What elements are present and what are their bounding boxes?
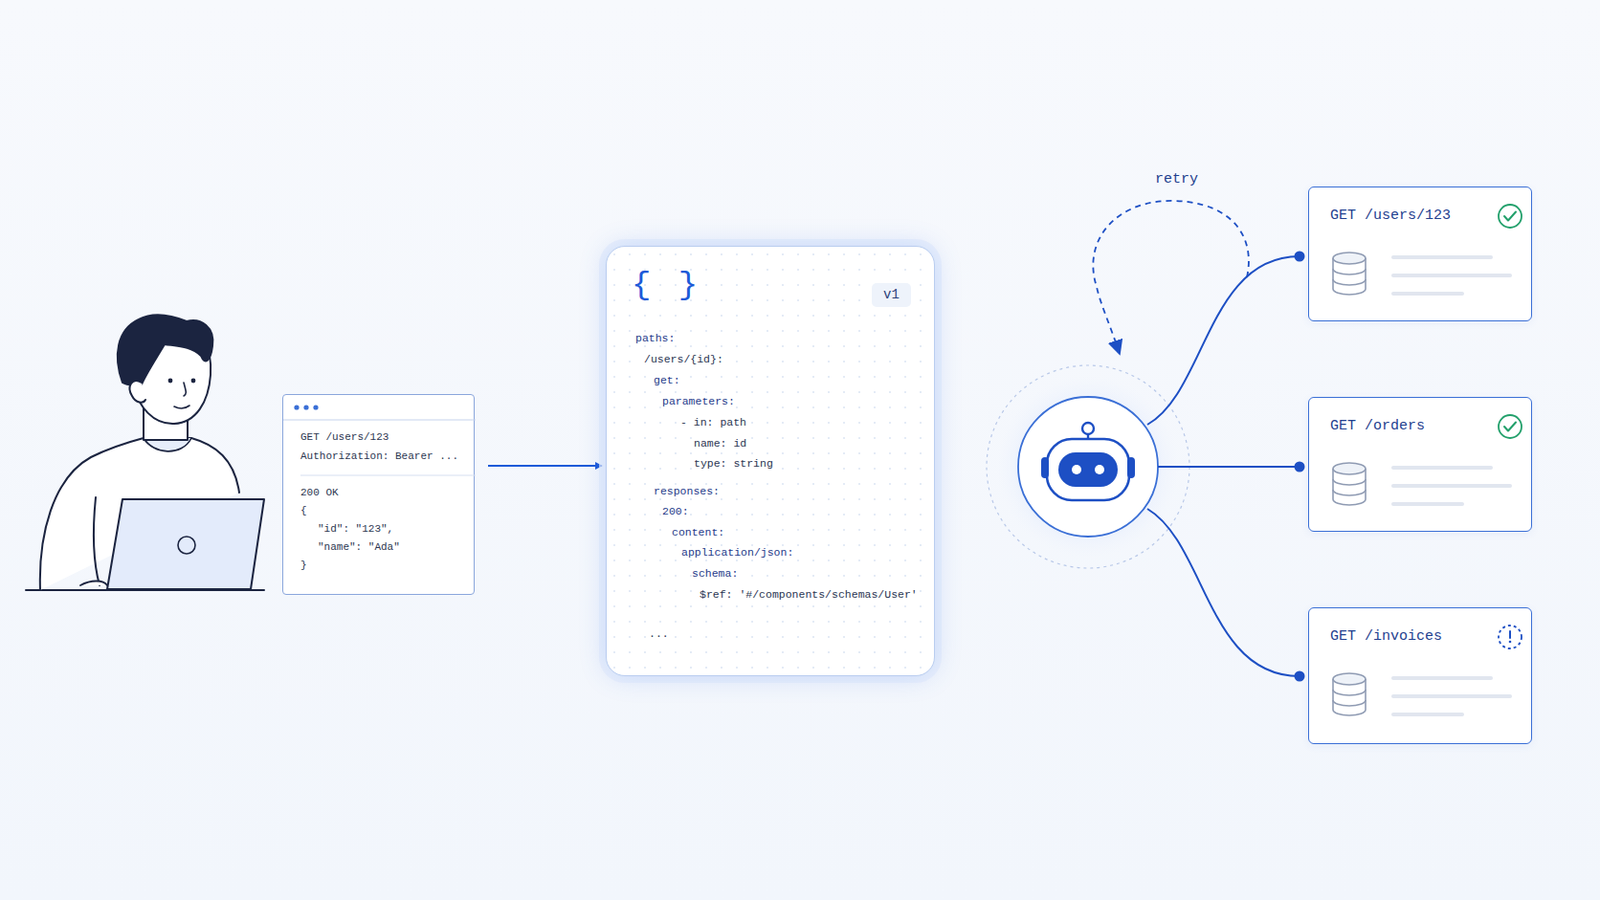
yaml-key: 200: — [662, 505, 689, 519]
check-mark — [1504, 422, 1516, 432]
window-dot — [312, 404, 318, 410]
flow-arrow — [488, 465, 602, 467]
window-dot — [293, 404, 299, 410]
endpoint-label: GET /invoices — [1330, 628, 1443, 646]
timer-hand — [1509, 631, 1512, 639]
header-line: Authorization: Bearer ... — [300, 450, 459, 464]
placeholder-line — [1393, 291, 1463, 296]
database-icon — [1333, 463, 1366, 506]
timer-dot — [1509, 641, 1512, 645]
spec-card: { } v1 paths: /users/{id}: get: parameters: - … — [605, 245, 935, 677]
yaml-key: application/json: — [681, 546, 794, 560]
yaml-key: parameters: — [662, 395, 735, 409]
request-line: GET /users/123 — [300, 431, 389, 445]
yaml-key: paths: — [635, 332, 675, 346]
placeholder-line — [1393, 712, 1463, 717]
json-field: "name": "Ada" — [317, 541, 400, 555]
yaml-key: responses: — [653, 485, 720, 499]
window-dot — [303, 404, 309, 410]
endpoint-box: GET /users/123 — [1308, 186, 1533, 322]
endpoint-box: GET /invoices — [1308, 607, 1533, 745]
placeholder-line — [1393, 676, 1491, 681]
endpoint-box: GET /orders — [1308, 397, 1533, 533]
brace-icon: { } — [631, 266, 702, 306]
endpoint-label: GET /orders — [1330, 418, 1425, 436]
json-field: "id": "123", — [317, 523, 394, 536]
placeholder-line — [1393, 502, 1463, 507]
status-line: 200 OK — [300, 487, 339, 500]
json-brace: { — [300, 505, 308, 518]
title-bar-rule — [283, 419, 476, 421]
retry-loop — [1092, 200, 1249, 349]
database-icon — [1333, 673, 1366, 716]
wire — [1157, 466, 1300, 468]
placeholder-line — [1393, 466, 1491, 470]
success-icon — [1498, 415, 1522, 439]
divider — [300, 475, 476, 477]
wire-dot — [1294, 671, 1306, 683]
wire-dot — [1294, 462, 1306, 473]
wire-dot — [1294, 251, 1306, 263]
fanout-wires — [1147, 251, 1306, 683]
json-brace: } — [300, 559, 308, 573]
database-icon — [1333, 252, 1366, 295]
pending-icon — [1498, 625, 1522, 649]
wire — [1147, 509, 1300, 677]
ellipsis: ... — [648, 627, 669, 642]
version-badge: v1 — [871, 283, 912, 308]
wire — [1147, 256, 1300, 425]
yaml-line: name: id — [693, 437, 747, 451]
placeholder-line — [1393, 273, 1511, 278]
placeholder-line — [1393, 694, 1511, 699]
yaml-line: type: string — [693, 457, 774, 471]
check-mark — [1504, 212, 1516, 222]
retry-label: retry — [1152, 171, 1201, 188]
yaml-key: get: — [653, 374, 681, 388]
yaml-line: - in: path — [680, 416, 747, 430]
success-icon — [1498, 204, 1522, 228]
yaml-ref: $ref: '#/components/schemas/User' — [699, 588, 918, 602]
yaml-key: content: — [671, 526, 725, 540]
yaml-path: /users/{id}: — [644, 353, 724, 367]
placeholder-line — [1393, 484, 1511, 489]
yaml-key: schema: — [691, 567, 738, 581]
placeholder-line — [1393, 255, 1491, 260]
request-window: GET /users/123Authorization: Bearer ... 2… — [282, 394, 475, 596]
person-illustration — [25, 315, 265, 591]
endpoint-label: GET /users/123 — [1330, 207, 1451, 225]
